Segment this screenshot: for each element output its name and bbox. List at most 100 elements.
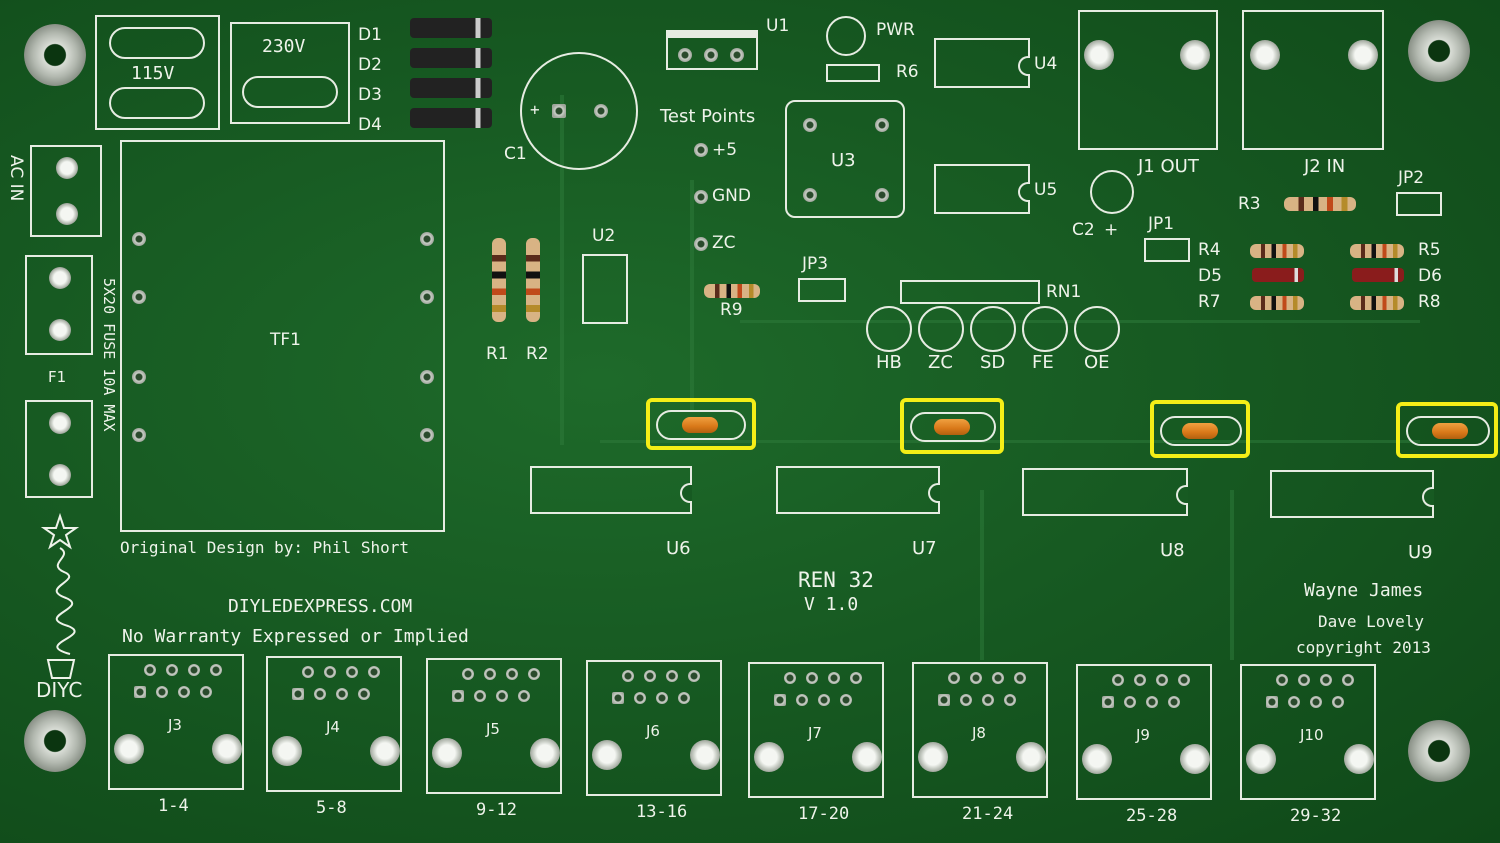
trace: [560, 95, 564, 445]
board-version: V 1.0: [804, 594, 859, 615]
label-r8: R8: [1418, 292, 1441, 312]
mounting-hole: [24, 710, 86, 772]
label-d6: D6: [1418, 266, 1442, 286]
mounting-hole: [1408, 720, 1470, 782]
voltage-selector-115v: 115V: [95, 15, 220, 130]
output-channel-range: 13-16: [636, 802, 688, 822]
jumper-jp3[interactable]: [798, 278, 846, 302]
output-jack[interactable]: J8: [912, 662, 1048, 798]
output-jack-ref: J3: [168, 716, 182, 734]
credit-wayne: Wayne James: [1304, 580, 1424, 601]
label-d1: D1: [358, 25, 382, 45]
ic-u5: [934, 164, 1030, 214]
resistor-r9: [704, 284, 760, 298]
jack-pin: [200, 686, 212, 698]
output-jack-ref: J5: [486, 720, 500, 738]
output-channel-range: 29-32: [1290, 806, 1342, 826]
output-jack[interactable]: J7: [748, 662, 884, 798]
label-c1: C1: [504, 144, 527, 164]
test-points-label: Test Points: [660, 106, 756, 127]
output-jack[interactable]: J3: [108, 654, 244, 790]
label-r5: R5: [1418, 240, 1441, 260]
jumper-jp2[interactable]: [1396, 192, 1442, 216]
jack-pin: [518, 690, 530, 702]
jack-pin: [1342, 674, 1354, 686]
jack-mount-hole: [1180, 744, 1210, 774]
resistor-r8: [1350, 296, 1404, 310]
resistor-r6-outline: [826, 64, 880, 82]
jack-pin: [612, 692, 624, 704]
resistor-r1: [492, 238, 506, 322]
diode-d5: [1252, 268, 1304, 282]
diode-d4: [410, 108, 492, 128]
label-r2: R2: [526, 344, 549, 364]
output-jack[interactable]: J4: [266, 656, 402, 792]
jack-mount-hole: [1344, 744, 1374, 774]
jack-pin: [1014, 672, 1026, 684]
jack-pin: [178, 686, 190, 698]
test-point-gnd[interactable]: [694, 190, 708, 204]
jack-pin: [840, 694, 852, 706]
diode-d2: [410, 48, 492, 68]
jack-pin: [496, 690, 508, 702]
label-u4: U4: [1034, 54, 1058, 74]
module-u3: U3: [785, 100, 905, 218]
jack-pin: [970, 672, 982, 684]
label-pwr: PWR: [876, 20, 915, 40]
jack-pin: [1102, 696, 1114, 708]
jack-mount-hole: [690, 740, 720, 770]
jack-pin: [796, 694, 808, 706]
test-point-5v[interactable]: [694, 143, 708, 157]
resistor-r5: [1350, 244, 1404, 258]
jack-pin: [818, 694, 830, 706]
ic-u8: [1022, 468, 1188, 516]
jack-pin: [1332, 696, 1344, 708]
led-hb: [866, 306, 912, 352]
regulator-u1: [666, 30, 758, 70]
jumper-jp1[interactable]: [1144, 238, 1190, 262]
label-r4: R4: [1198, 240, 1221, 260]
jack-pin: [528, 668, 540, 680]
jack-j2-in[interactable]: [1242, 10, 1384, 150]
label-sd: SD: [980, 352, 1006, 373]
label-d4: D4: [358, 115, 382, 135]
output-jack[interactable]: J6: [586, 660, 722, 796]
jack-pin: [666, 670, 678, 682]
diode-d6: [1352, 268, 1404, 282]
label-u1: U1: [766, 16, 790, 36]
output-jack[interactable]: J5: [426, 658, 562, 794]
output-jack[interactable]: J10: [1240, 664, 1376, 800]
jack-pin: [982, 694, 994, 706]
highlight-box: [1150, 400, 1250, 458]
capacitor-highlighted: [1432, 423, 1468, 439]
jack-j1-out[interactable]: [1078, 10, 1218, 150]
output-channel-range: 1-4: [158, 796, 189, 816]
jack-pin: [774, 694, 786, 706]
test-point-zc[interactable]: [694, 237, 708, 251]
trace: [980, 490, 984, 660]
mounting-hole: [1408, 20, 1470, 82]
label-r3: R3: [1238, 194, 1261, 214]
jack-pin: [302, 666, 314, 678]
jack-pin: [144, 664, 156, 676]
fuse-clip-top: [25, 255, 93, 355]
led-zc: [918, 306, 964, 352]
output-jack[interactable]: J9: [1076, 664, 1212, 800]
label-fe: FE: [1032, 352, 1054, 373]
jack-pin: [452, 690, 464, 702]
jack-pin: [634, 692, 646, 704]
output-channel-range: 25-28: [1126, 806, 1178, 826]
jack-pin: [1124, 696, 1136, 708]
label-d3: D3: [358, 85, 382, 105]
label-d5: D5: [1198, 266, 1222, 286]
jack-pin: [292, 688, 304, 700]
jack-pin: [1266, 696, 1278, 708]
highlight-box: [900, 398, 1004, 454]
credit-dave: Dave Lovely: [1318, 612, 1424, 631]
label-c2-plus: +: [1104, 220, 1119, 240]
tp-5v-label: +5: [712, 140, 738, 160]
resistor-r4: [1250, 244, 1304, 258]
jack-pin: [1004, 694, 1016, 706]
label-u7: U7: [912, 538, 937, 559]
jack-mount-hole: [1246, 744, 1276, 774]
